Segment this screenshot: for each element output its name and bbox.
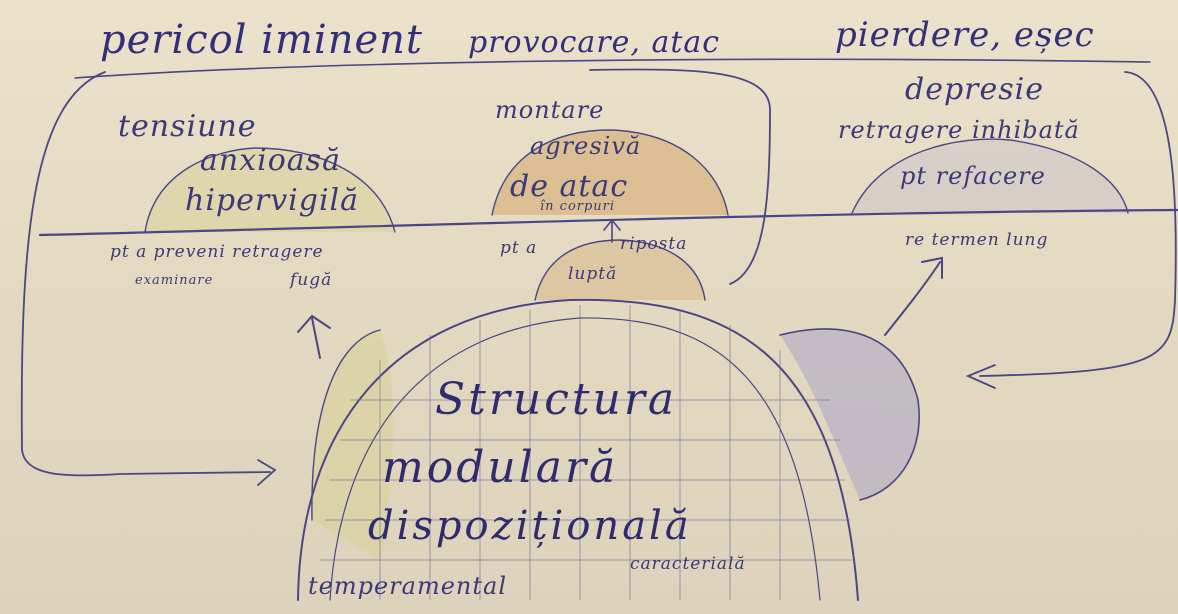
right-loop: [979, 71, 1177, 377]
col1-below1: pt a preveni retragere: [110, 242, 324, 262]
left-loop: [20, 71, 271, 477]
core-right-fill: [780, 328, 920, 500]
divider-line: [38, 208, 1178, 237]
col2-line1: montare: [495, 96, 605, 124]
col3-line3: pt refacere: [900, 162, 1046, 190]
core-left-lobe: [311, 329, 381, 521]
center-loop: [589, 68, 771, 285]
col2-below2: riposta: [620, 234, 688, 254]
col1-line2: anxioasă: [200, 143, 341, 178]
core-line3: dispozițională: [368, 503, 692, 549]
heading-provocare: provocare, atac: [468, 25, 721, 60]
col2-line3: de atac: [510, 169, 629, 204]
right-loop-arrow: [965, 364, 996, 389]
col1-line1: tensiune: [118, 109, 257, 144]
col1-below3: fugă: [290, 270, 333, 290]
core-right-lobe: [779, 328, 920, 501]
col2-below1: pt a: [500, 238, 538, 258]
core-line1: Structura: [435, 374, 678, 425]
col3-below1: re termen lung: [905, 230, 1049, 250]
col3-line2: retragere inhibată: [838, 116, 1080, 144]
col1-below2: examinare: [135, 273, 214, 288]
center-dome: [491, 129, 729, 216]
right-dome-fill: [852, 139, 1128, 213]
heading-pierdere: pierdere, eșec: [835, 15, 1095, 55]
col3-line1: depresie: [905, 72, 1045, 107]
left-dome: [144, 147, 396, 233]
right-diag-arrow: [884, 256, 943, 336]
center-small-dome: [534, 239, 706, 301]
core-left-fill: [311, 330, 394, 560]
heading-pericol: pericol iminent: [100, 17, 423, 63]
col2-line4: în corpuri: [540, 199, 616, 214]
core-dome: [297, 298, 859, 601]
center-small-dome-fill: [535, 240, 705, 300]
right-dome: [851, 138, 1129, 214]
core-footer-left: temperamental: [308, 572, 507, 600]
heading-underline: [74, 58, 1151, 79]
col2-below3: luptă: [568, 264, 618, 284]
col1-line3: hipervigilă: [185, 183, 360, 218]
left-dome-fill: [145, 148, 395, 232]
core-footer-right: caracterială: [630, 554, 746, 574]
core-line2: modulară: [382, 442, 619, 493]
center-up-arrow: [603, 218, 621, 243]
center-dome-fill: [492, 130, 728, 215]
col2-line2: agresivă: [530, 132, 642, 160]
left-up-arrow: [297, 314, 331, 359]
left-loop-arrow: [257, 459, 277, 486]
core-grid: [320, 305, 852, 600]
